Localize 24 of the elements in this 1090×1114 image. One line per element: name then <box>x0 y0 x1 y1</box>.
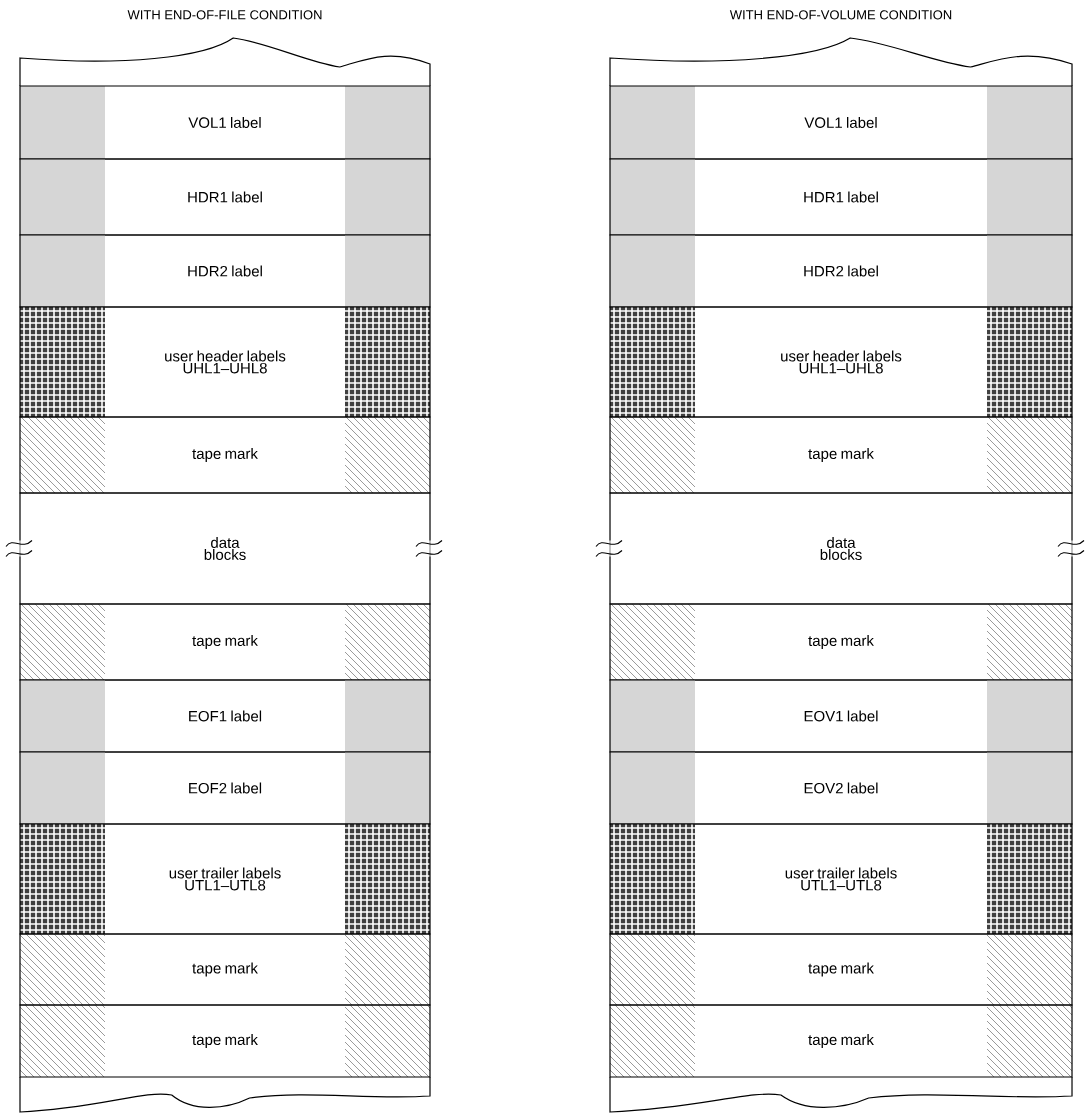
tape-segment: tape mark <box>19 1004 431 1078</box>
tape-segment: tape mark <box>609 1004 1073 1078</box>
tape-segment: data blocks <box>595 492 1085 605</box>
tape-segment: VOL1 label <box>19 85 431 160</box>
tape-segment: user trailer labels UTL1–UTL8 <box>609 823 1073 935</box>
tape-segment: EOF2 label <box>19 751 431 825</box>
tape-segment: EOV1 label <box>609 679 1073 753</box>
tape-segment: VOL1 label <box>609 85 1073 160</box>
tape-segment: tape mark <box>609 416 1073 494</box>
tape-segment: HDR2 label <box>19 234 431 308</box>
tape-segment: tape mark <box>19 933 431 1006</box>
tape-segment: tape mark <box>19 416 431 494</box>
tape-segment: EOF1 label <box>19 679 431 753</box>
tape-segment: data blocks <box>5 492 443 605</box>
tape-segment: tape mark <box>19 603 431 681</box>
tape-segment: HDR1 label <box>19 158 431 236</box>
tape-segment: HDR2 label <box>609 234 1073 308</box>
tape-segment: user header labels UHL1–UHL8 <box>609 306 1073 418</box>
tape-segment: user trailer labels UTL1–UTL8 <box>19 823 431 935</box>
tape-segment: user header labels UHL1–UHL8 <box>19 306 431 418</box>
tape-segment: tape mark <box>609 603 1073 681</box>
tape-segment: EOV2 label <box>609 751 1073 825</box>
tape-segment: HDR1 label <box>609 158 1073 236</box>
tape-segment: tape mark <box>609 933 1073 1006</box>
